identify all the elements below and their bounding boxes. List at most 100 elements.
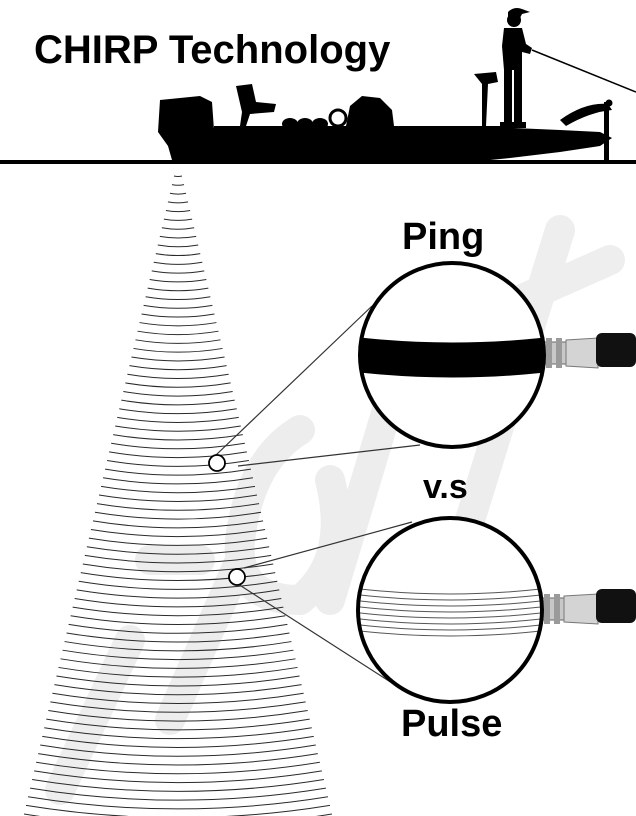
sonar-arc bbox=[163, 218, 193, 221]
sonar-cone bbox=[23, 175, 333, 816]
sonar-arc bbox=[113, 434, 243, 441]
sonar-arc bbox=[84, 554, 272, 564]
pulse-wave-line bbox=[358, 617, 542, 625]
sonar-arc bbox=[109, 451, 247, 459]
sonar-arc bbox=[165, 209, 191, 213]
sonar-arc bbox=[159, 235, 197, 239]
magnifying-glass-icon bbox=[356, 516, 636, 704]
sonar-arc bbox=[80, 572, 276, 582]
sonar-arc bbox=[94, 511, 262, 520]
sonar-arc bbox=[40, 744, 316, 757]
sonar-arc bbox=[66, 632, 290, 643]
sonar-arc bbox=[161, 227, 195, 230]
sonar-arc bbox=[62, 649, 294, 661]
fishing-line bbox=[531, 49, 636, 93]
sonar-arc bbox=[117, 416, 239, 423]
sonar-arc bbox=[82, 563, 274, 573]
sonar-arc bbox=[58, 666, 298, 678]
sonar-arc bbox=[88, 537, 268, 546]
ping-thick-wave bbox=[360, 337, 544, 378]
sonar-arc bbox=[129, 365, 227, 371]
sonar-arc bbox=[115, 425, 241, 432]
sonar-arc bbox=[167, 201, 189, 204]
sonar-arc bbox=[173, 175, 183, 177]
sonar-arc bbox=[155, 253, 201, 257]
sonar-arc bbox=[104, 468, 252, 476]
sonar-arc bbox=[123, 391, 233, 397]
pulse-callout-line-upper bbox=[243, 521, 413, 569]
sonar-arc bbox=[100, 485, 256, 494]
sonar-arc bbox=[98, 494, 258, 502]
magnifying-glass-icon bbox=[358, 261, 636, 449]
sonar-arc bbox=[38, 753, 318, 766]
sonar-arc bbox=[141, 313, 215, 318]
sonar-arc bbox=[48, 710, 308, 722]
pulse-wave-line bbox=[358, 629, 542, 637]
sonar-arc bbox=[52, 692, 304, 705]
pulse-wave-line bbox=[358, 605, 542, 613]
sonar-arc bbox=[72, 606, 284, 617]
sonar-arc bbox=[54, 684, 302, 696]
sonar-arc bbox=[50, 701, 306, 713]
sonar-arc bbox=[153, 261, 203, 265]
sonar-arc bbox=[135, 339, 221, 344]
pulse-wave-line bbox=[358, 599, 542, 607]
sonar-arc bbox=[157, 244, 199, 248]
sonar-arc bbox=[119, 408, 237, 415]
sonar-arc bbox=[70, 615, 286, 625]
sonar-arc bbox=[46, 718, 310, 731]
pulse-label: Pulse bbox=[401, 703, 503, 745]
sonar-arc bbox=[56, 675, 300, 687]
pulse-wave-line bbox=[358, 593, 542, 601]
angler-silhouette-icon bbox=[500, 8, 532, 128]
boat-scene bbox=[0, 8, 636, 164]
ping-callout-line-upper bbox=[215, 305, 373, 456]
sonar-arc bbox=[90, 528, 266, 538]
diagram-title: CHIRP Technology bbox=[34, 28, 391, 72]
ping-callout-line-lower bbox=[237, 444, 421, 467]
sonar-arc bbox=[25, 804, 331, 816]
sonar-arc bbox=[149, 278, 207, 283]
sonar-arc bbox=[60, 658, 296, 669]
pulse-thin-waves bbox=[358, 518, 542, 702]
sonar-arc bbox=[147, 287, 209, 292]
sonar-arc bbox=[96, 503, 260, 511]
sonar-arc bbox=[111, 442, 245, 450]
sonar-arc bbox=[133, 347, 223, 353]
sonar-arc bbox=[145, 296, 211, 300]
sonar-arc bbox=[139, 322, 217, 327]
sonar-arc bbox=[27, 796, 329, 810]
sonar-arc bbox=[78, 580, 278, 590]
sonar-arc bbox=[64, 641, 292, 652]
sonar-arc bbox=[76, 589, 280, 599]
sonar-arc bbox=[171, 184, 185, 186]
ping-sample-circle bbox=[208, 454, 226, 472]
sonar-arc bbox=[36, 761, 320, 775]
sonar-arc bbox=[74, 597, 282, 608]
pulse-callout-line-lower bbox=[237, 583, 393, 684]
bass-boat-silhouette-icon bbox=[158, 72, 613, 164]
sonar-arc bbox=[121, 399, 235, 406]
sonar-arc bbox=[102, 477, 254, 485]
sonar-arc bbox=[86, 546, 270, 555]
sonar-arc bbox=[34, 770, 322, 784]
pulse-wave-line bbox=[358, 587, 542, 595]
sonar-arc bbox=[131, 356, 225, 362]
pulse-wave-line bbox=[358, 623, 542, 631]
pulse-sample-circle bbox=[228, 568, 246, 586]
sonar-arc bbox=[125, 382, 231, 388]
sonar-arc bbox=[137, 330, 219, 336]
sonar-arc bbox=[107, 460, 249, 467]
sonar-arc bbox=[169, 192, 187, 195]
sonar-arc bbox=[32, 779, 324, 792]
pulse-wave-line bbox=[358, 611, 542, 619]
vs-label: v.s bbox=[423, 468, 468, 506]
sonar-arc bbox=[68, 623, 288, 634]
ping-label: Ping bbox=[402, 216, 485, 258]
sonar-arc bbox=[42, 735, 314, 748]
sonar-arc bbox=[151, 270, 205, 274]
sonar-arc bbox=[92, 520, 264, 529]
sonar-arc bbox=[44, 727, 312, 740]
